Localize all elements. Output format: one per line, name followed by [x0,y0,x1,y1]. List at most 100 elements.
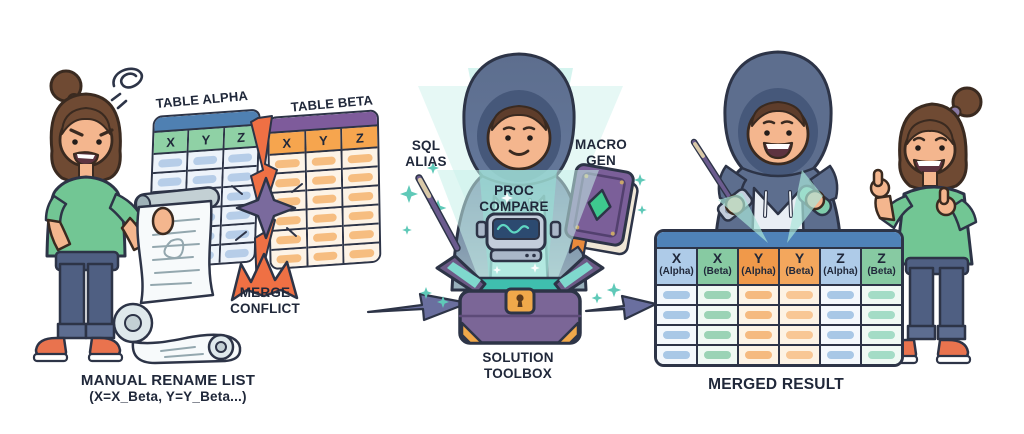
data-cell [306,188,342,211]
cell-value-pill [349,229,375,240]
cell-value-pill [663,331,690,339]
merged-column: X (Beta) [698,249,739,364]
data-cell [862,286,901,306]
data-cell [862,306,901,326]
cell-value-pill [348,210,374,221]
data-cell [821,346,860,364]
cell-value-pill [745,311,772,319]
frustrated-analyst-illustration [32,69,148,363]
cell-value-pill [786,331,813,339]
data-cell [307,208,343,230]
data-cell [862,346,901,364]
column-header: Z (Beta) [862,249,901,286]
data-cell [152,152,187,175]
column-header: X (Beta) [698,249,737,286]
cell-value-pill [827,351,854,359]
merged-column: Y (Alpha) [739,249,780,364]
cell-value-pill [745,331,772,339]
data-cell [698,306,737,326]
data-cell [307,246,343,266]
cell-value-pill [312,231,338,242]
cell-value-pill [311,155,337,166]
column-header: Z [342,126,378,151]
data-cell [821,286,860,306]
merge-conflict-bolt-icon [230,115,303,302]
flow-arrow-icon [584,294,658,321]
cell-value-pill [786,311,813,319]
cell-value-pill [868,311,895,319]
data-cell [698,346,737,364]
column-header: Z (Alpha) [821,249,860,286]
data-cell [657,346,696,364]
merged-column: Z (Beta) [862,249,901,364]
data-cell [657,326,696,346]
data-cell [821,306,860,326]
cell-value-pill [663,311,690,319]
merged-column: X (Alpha) [657,249,698,364]
data-cell [739,326,778,346]
cell-value-pill [348,172,374,182]
cell-value-pill [349,248,375,259]
cell-value-pill [157,157,183,168]
cell-value-pill [827,331,854,339]
impact-burst-icon [230,252,299,302]
data-cell [657,286,696,306]
data-cell [306,169,342,192]
data-cell [342,148,378,170]
cell-value-pill [704,311,731,319]
data-cell [780,346,819,364]
frustration-scribble-icon [110,67,144,110]
data-cell [739,286,778,306]
merged-table-titlebar [657,232,901,249]
cell-value-pill [827,311,854,319]
column-header: X (Alpha) [657,249,696,286]
data-cell [306,150,342,173]
cell-value-pill [193,155,218,165]
column-header: Y [188,128,223,153]
solution-toolbox-icon [435,170,605,345]
cell-value-pill [704,351,731,359]
solution-toolbox-label: SOLUTION TOOLBOX [482,350,554,381]
compare-robot-icon [475,212,562,263]
data-cell [344,224,380,246]
data-cell [307,227,343,249]
data-cell [343,186,379,208]
merge-conflict-label: MERGE CONFLICT [230,285,300,316]
happy-analyst-illustration [869,86,983,365]
merged-table: X (Alpha) X (Beta) Y (Alpha) [654,229,904,367]
cell-value-pill [663,291,690,299]
data-cell [862,326,901,346]
cell-value-pill [786,291,813,299]
proc-compare-label: PROC COMPARE [479,183,549,214]
data-cell [344,243,380,263]
cell-value-pill [868,291,895,299]
cell-value-pill [347,153,373,163]
data-cell [739,306,778,326]
sql-alias-label: SQL ALIAS [405,138,447,169]
data-cell [780,286,819,306]
cell-value-pill [704,291,731,299]
column-header: Y (Beta) [780,249,819,286]
cell-value-pill [311,174,337,185]
column-header: X [153,130,188,156]
cell-value-pill [348,191,374,202]
cell-value-pill [312,250,338,261]
cell-value-pill [786,351,813,359]
cell-value-pill [868,331,895,339]
data-cell [343,205,379,227]
cell-value-pill [827,291,854,299]
table-column: Z [342,126,380,263]
tool-beams [718,170,823,243]
data-cell [698,286,737,306]
cell-value-pill [868,351,895,359]
cell-value-pill [745,291,772,299]
starburst-icon [235,176,297,240]
column-header: Y (Alpha) [739,249,778,286]
data-cell [188,150,223,172]
data-cell [780,306,819,326]
cell-value-pill [704,331,731,339]
merged-result-label: MERGED RESULT [708,376,844,393]
data-cell [739,346,778,364]
cell-value-pill [663,351,690,359]
data-cell [343,167,379,189]
